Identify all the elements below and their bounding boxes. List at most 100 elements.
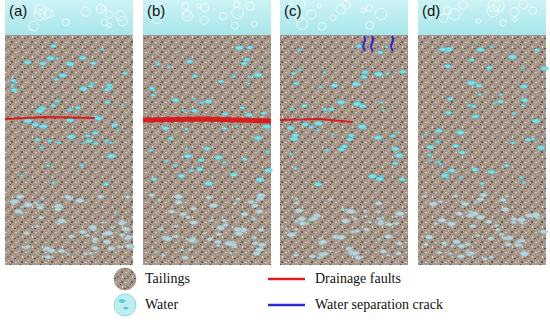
bubble [105,11,112,18]
water-droplet [103,183,110,186]
water-droplet [330,133,334,135]
pore-water [42,249,47,251]
water-droplet [148,86,155,89]
water-droplet [191,109,198,113]
water-droplet [81,142,85,144]
water-droplet [468,58,474,61]
water-droplet [379,101,384,104]
pore-water [215,233,222,236]
water-droplet [447,168,456,172]
water-droplet [324,149,330,152]
pore-water [336,235,346,240]
water-droplet [148,149,154,152]
water-droplet [34,138,41,141]
pore-water [113,211,117,213]
water-droplet [297,49,302,52]
bubble [519,0,528,9]
water-droplet [23,60,32,64]
water-droplet [308,126,314,129]
pore-water [84,234,90,237]
pore-water [457,254,465,258]
water-droplet [458,177,463,179]
pore-water [20,206,25,208]
pore-water [258,228,265,232]
water-droplet [318,86,323,88]
water-droplet [390,134,397,137]
pore-water [104,231,114,236]
water-droplet [46,56,55,61]
pore-water [79,230,87,234]
pore-water [194,240,198,242]
water-droplet [204,99,213,103]
panel-label: (c) [284,3,302,20]
pore-water [40,204,45,206]
pore-water [240,212,248,216]
water-droplet [183,154,192,159]
pore-water [252,241,259,245]
water-droplet [58,73,67,77]
water-droplet [499,94,503,96]
pore-water [437,218,446,223]
pore-water [57,223,61,225]
water-droplet [221,127,228,130]
water-droplet [288,153,293,155]
pore-water [185,238,189,240]
water-droplet [438,163,442,165]
water-droplet [91,131,98,135]
water-droplet [455,130,465,135]
bubble [182,11,192,21]
pore-water [294,220,299,223]
water-droplet [426,145,435,149]
water-droplet [258,66,262,68]
water-droplet [536,145,546,150]
water-droplet [355,44,362,48]
pore-water [476,215,485,220]
pore-water [321,252,328,256]
water-droplet [262,124,271,129]
pore-water [255,247,264,252]
pore-water [473,201,478,203]
panel: (b) [143,0,271,265]
pore-water [319,240,328,245]
pore-water [25,245,31,248]
pore-water [216,226,225,231]
water-droplet [524,138,531,142]
water-droplet [196,168,204,172]
water-droplet [198,158,205,162]
water-droplet [293,167,298,170]
pore-water [68,235,75,239]
pore-water [447,222,456,227]
pore-water [247,200,255,204]
water-droplet [111,123,119,127]
pore-water [88,252,94,255]
water-droplet [181,109,186,111]
water-droplet [192,75,199,78]
water-droplet [377,51,384,55]
water-droplet [67,108,73,111]
water-layer [143,0,271,35]
water-droplet [520,66,525,69]
water-droplet [440,173,449,178]
water-droplet [471,168,479,172]
water-droplet [93,142,99,145]
water-droplet [171,98,179,102]
water-droplet [85,139,93,143]
water-droplet [186,60,194,64]
pore-water [233,203,237,205]
drainage-fault [143,119,271,121]
water-droplet [10,88,18,92]
bubble [296,18,307,29]
water-droplet [10,84,16,87]
water-sample-drops [118,299,129,310]
water-droplet [79,164,85,167]
pore-water [518,244,523,246]
water-droplet [253,73,263,78]
water-droplet [51,181,56,184]
bubble [330,15,336,21]
panel-illustration [5,0,135,265]
water-droplet [444,64,452,68]
drainage-fault [5,117,95,119]
water-droplet [65,62,74,67]
pore-water [384,234,393,238]
